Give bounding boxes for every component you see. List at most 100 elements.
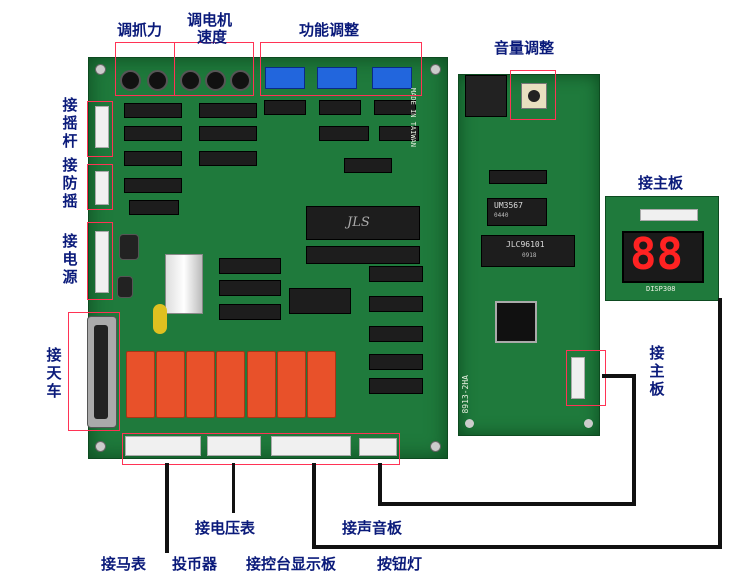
label-char: 车 <box>46 382 62 400</box>
speaker-connector <box>465 75 507 117</box>
ic-chip <box>199 103 257 118</box>
power-label: 接 电 源 <box>61 232 79 286</box>
meter-coin-connector[interactable] <box>125 436 201 456</box>
ic-chip <box>369 354 423 370</box>
display-code: DISP308 <box>646 285 676 293</box>
label-char: 源 <box>62 268 78 286</box>
mounting-hole <box>430 441 441 452</box>
ic-chip <box>379 126 419 141</box>
ic-chip <box>369 378 423 394</box>
ic-chip <box>124 151 182 166</box>
motor-meter-label: 接马表 <box>101 555 147 573</box>
jlc-chip-marking: JLC96101 <box>506 240 545 249</box>
label-char: 杆 <box>62 132 78 150</box>
crane-db-connector[interactable] <box>87 316 117 428</box>
wire <box>165 463 169 553</box>
joystick-connector[interactable] <box>95 106 109 148</box>
volume-adjust-label: 音量调整 <box>494 39 555 57</box>
power-highlight <box>87 222 113 300</box>
wire <box>632 374 636 505</box>
console-display-connector[interactable] <box>271 436 351 456</box>
mounting-hole <box>465 419 474 428</box>
anti-shake-label: 接 防 摇 <box>61 156 79 210</box>
label-char: 板 <box>649 380 665 398</box>
ic-chip <box>264 100 306 115</box>
um-chip-marking: UM3567 <box>494 201 523 210</box>
seven-segment-display: 88 <box>622 231 704 283</box>
ic-chip <box>124 178 182 193</box>
wire <box>602 374 636 378</box>
sound-to-main-label: 接 主 板 <box>648 344 666 398</box>
relay <box>277 351 306 418</box>
label-char: 主 <box>649 362 665 380</box>
speed-knob[interactable] <box>230 70 251 91</box>
main-chip-marking: JLS <box>347 215 370 230</box>
mounting-hole <box>95 441 106 452</box>
ic-chip <box>319 126 369 141</box>
ic-chip <box>129 200 179 215</box>
board-code-marking: 8913-2HA <box>461 375 470 414</box>
ic-chip <box>219 280 281 296</box>
ic-chip <box>374 100 416 115</box>
electrolytic-capacitor <box>119 234 139 260</box>
crane-label: 接 天 车 <box>45 346 63 400</box>
relay <box>247 351 276 418</box>
electrolytic-capacitor <box>117 276 133 298</box>
dip-switch[interactable] <box>372 67 412 89</box>
to-main-board-label: 接主板 <box>638 174 684 192</box>
claw-knob[interactable] <box>147 70 168 91</box>
ic-chip <box>199 126 257 141</box>
dip-switch[interactable] <box>265 67 305 89</box>
joystick-highlight <box>87 101 113 157</box>
motor-speed-label-line2: 速度 <box>197 28 228 46</box>
claw-knob[interactable] <box>120 70 141 91</box>
anti-shake-connector[interactable] <box>95 171 109 205</box>
ic-chip <box>199 151 257 166</box>
sound-main-highlight <box>566 350 606 406</box>
coin-acceptor-label: 投币器 <box>172 555 218 573</box>
button-light-label: 按钮灯 <box>377 555 423 573</box>
speed-knob[interactable] <box>180 70 201 91</box>
main-mcu-chip: JLS <box>306 206 420 240</box>
crane-highlight <box>68 312 120 431</box>
ic-chip <box>289 288 351 314</box>
ic-chip <box>344 158 392 173</box>
made-in-marking: MADE IN TAIWAN <box>409 88 417 148</box>
wire <box>312 463 316 545</box>
qfp-chip <box>495 301 537 343</box>
label-char: 防 <box>62 174 78 192</box>
claw-strength-label: 调抓力 <box>117 21 163 39</box>
relay <box>156 351 185 418</box>
sound-board-connector[interactable] <box>359 438 397 456</box>
dip-switch[interactable] <box>317 67 357 89</box>
um-chip-sub: 0440 <box>494 212 509 219</box>
mounting-hole <box>430 64 441 75</box>
anti-shake-highlight <box>87 164 113 210</box>
label-char: 接 <box>62 96 78 114</box>
ic-chip <box>124 103 182 118</box>
label-char: 摇 <box>62 192 78 210</box>
ic-chip <box>369 266 423 282</box>
wire <box>378 463 382 505</box>
relay <box>186 351 215 418</box>
power-connector[interactable] <box>95 231 109 293</box>
wire <box>312 545 722 549</box>
function-adjust-label: 功能调整 <box>299 21 360 39</box>
volume-potentiometer[interactable] <box>521 83 547 109</box>
display-connector[interactable] <box>640 209 698 221</box>
jlc-chip-sub: 0918 <box>522 252 537 259</box>
speed-knob[interactable] <box>205 70 226 91</box>
label-char: 接 <box>46 346 62 364</box>
voltmeter-connector[interactable] <box>207 436 261 456</box>
sound-board-label: 接声音板 <box>342 519 403 537</box>
wire <box>378 502 636 506</box>
ic-chip <box>219 304 281 320</box>
wire <box>718 298 722 549</box>
yellow-capacitor <box>153 304 167 334</box>
motor-speed-label-line1: 调电机 <box>187 11 233 29</box>
jlc-chip: JLC96101 0918 <box>481 235 575 267</box>
main-board-connector[interactable] <box>571 357 585 399</box>
relay <box>126 351 155 418</box>
ic-chip <box>369 326 423 342</box>
label-char: 天 <box>46 364 62 382</box>
